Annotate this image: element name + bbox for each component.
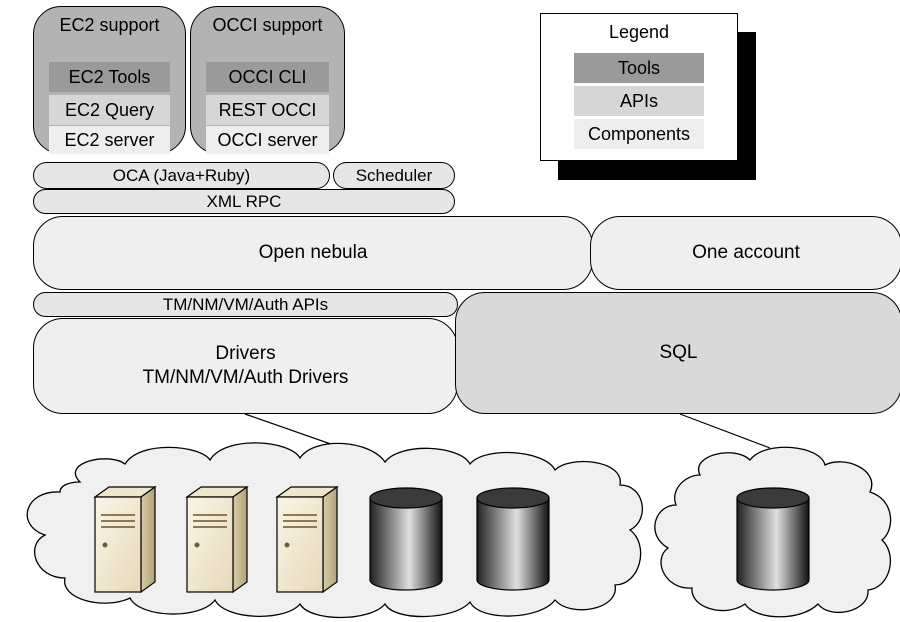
xml-rpc-layer: XML RPC bbox=[33, 189, 455, 214]
sql-connector bbox=[679, 413, 771, 449]
rest-occi: REST OCCI bbox=[206, 95, 329, 125]
drivers-title: Drivers bbox=[215, 343, 276, 365]
server-icon bbox=[93, 485, 157, 594]
ec2-query: EC2 Query bbox=[49, 95, 170, 125]
open-nebula-layer: Open nebula bbox=[33, 216, 593, 290]
legend: Legend Tools APIs Components bbox=[540, 13, 738, 161]
ec2-server: EC2 server bbox=[49, 126, 170, 154]
one-account-layer: One account bbox=[590, 216, 900, 290]
tm-nm-vm-auth-apis-layer: TM/NM/VM/Auth APIs bbox=[33, 292, 458, 317]
sql-layer: SQL bbox=[455, 292, 900, 414]
legend-tools: Tools bbox=[574, 53, 704, 83]
occi-support-title: OCCI support bbox=[212, 15, 323, 35]
scheduler-layer: Scheduler bbox=[333, 162, 455, 189]
server-icon bbox=[275, 485, 339, 594]
ec2-support-group: EC2 support EC2 Tools EC2 Query EC2 serv… bbox=[33, 6, 186, 154]
server-icon bbox=[185, 485, 249, 594]
legend-apis: APIs bbox=[574, 86, 704, 116]
occi-support-group: OCCI support OCCI CLI REST OCCI OCCI ser… bbox=[190, 6, 345, 154]
database-icon bbox=[476, 487, 550, 591]
legend-components: Components bbox=[574, 119, 704, 149]
legend-title: Legend bbox=[608, 22, 670, 42]
occi-server: OCCI server bbox=[206, 126, 329, 154]
database-icon bbox=[369, 487, 443, 591]
oca-layer: OCA (Java+Ruby) bbox=[33, 162, 330, 189]
drivers-subtitle: TM/NM/VM/Auth Drivers bbox=[142, 367, 349, 388]
occi-cli: OCCI CLI bbox=[206, 62, 329, 92]
ec2-tools: EC2 Tools bbox=[49, 62, 170, 92]
drivers-layer: Drivers TM/NM/VM/Auth Drivers bbox=[33, 318, 458, 414]
database-icon bbox=[736, 487, 810, 591]
ec2-support-title: EC2 support bbox=[59, 15, 160, 35]
